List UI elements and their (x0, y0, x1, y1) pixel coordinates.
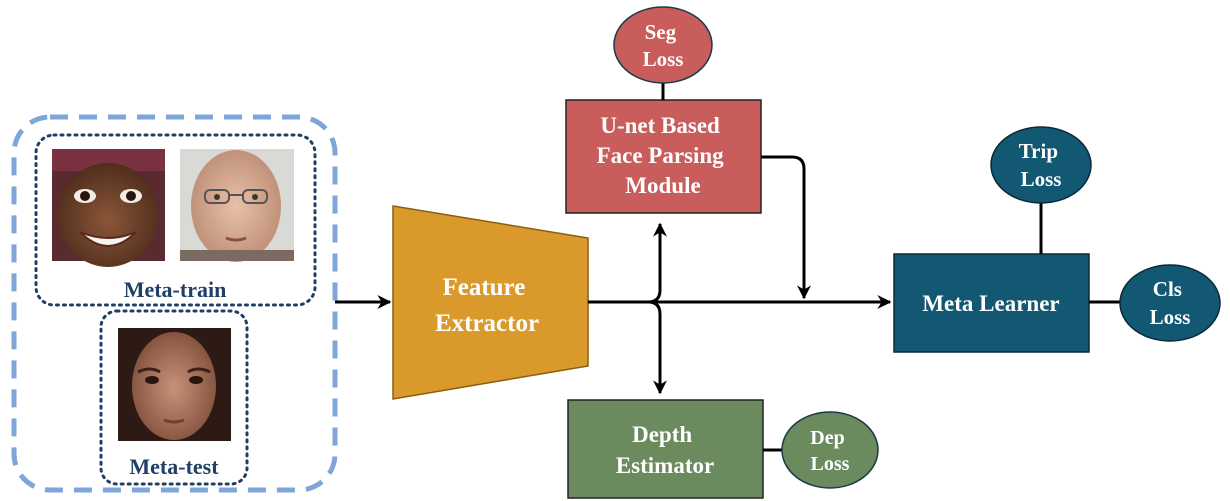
arrow-face-parsing-to-main (761, 155, 811, 300)
face-parsing-line-3: Module (625, 173, 700, 198)
meta-train-group (34, 133, 317, 307)
meta-test-face-1 (118, 328, 231, 441)
feature-extractor-block (392, 205, 589, 400)
face-parsing-line-2: Face Parsing (597, 143, 725, 168)
feature-extractor-line-2: Extractor (435, 310, 539, 337)
feature-extractor-label: Feature Extractor (435, 274, 539, 337)
depth-estimator-block (567, 399, 764, 499)
trip-loss-node (990, 126, 1092, 204)
dep-loss-label: Dep Loss (810, 427, 849, 475)
face-parsing-line-1: U-net Based (600, 113, 720, 138)
trip-loss-line-1: Trip (1019, 139, 1058, 163)
meta-learner-block (893, 253, 1090, 353)
cls-loss-line-1: Cls (1153, 277, 1182, 301)
dep-loss-line-2: Loss (811, 453, 850, 475)
seg-loss-line-2: Loss (643, 47, 684, 71)
trip-loss-label: Trip Loss (1019, 139, 1064, 191)
meta-test-label: Meta-test (129, 454, 219, 479)
depth-estimator-label: Depth Estimator (616, 422, 714, 478)
seg-loss-line-1: Seg (645, 20, 677, 44)
meta-train-label: Meta-train (124, 277, 227, 302)
feature-extractor-line-1: Feature (442, 274, 525, 301)
outer-dashed-group (11, 114, 338, 493)
arrow-to-depth-estimator (647, 300, 667, 395)
trip-loss-line-2: Loss (1021, 167, 1062, 191)
meta-learner-label: Meta Learner (922, 291, 1059, 316)
seg-loss-node (613, 6, 713, 84)
arrow-to-face-parsing (647, 222, 667, 304)
dep-loss-line-1: Dep (810, 427, 844, 449)
dep-loss-node (781, 411, 879, 489)
face-parsing-block (565, 99, 762, 214)
depth-estimator-line-1: Depth (632, 422, 692, 447)
depth-estimator-line-2: Estimator (616, 453, 714, 478)
cls-loss-line-2: Loss (1150, 305, 1191, 329)
seg-loss-label: Seg Loss (643, 20, 684, 71)
face-parsing-label: U-net Based Face Parsing Module (597, 113, 730, 198)
cls-loss-label: Cls Loss (1150, 277, 1191, 329)
meta-test-group (99, 309, 249, 486)
meta-train-face-1 (52, 149, 165, 267)
meta-train-face-2 (180, 149, 294, 262)
cls-loss-node (1119, 264, 1221, 342)
